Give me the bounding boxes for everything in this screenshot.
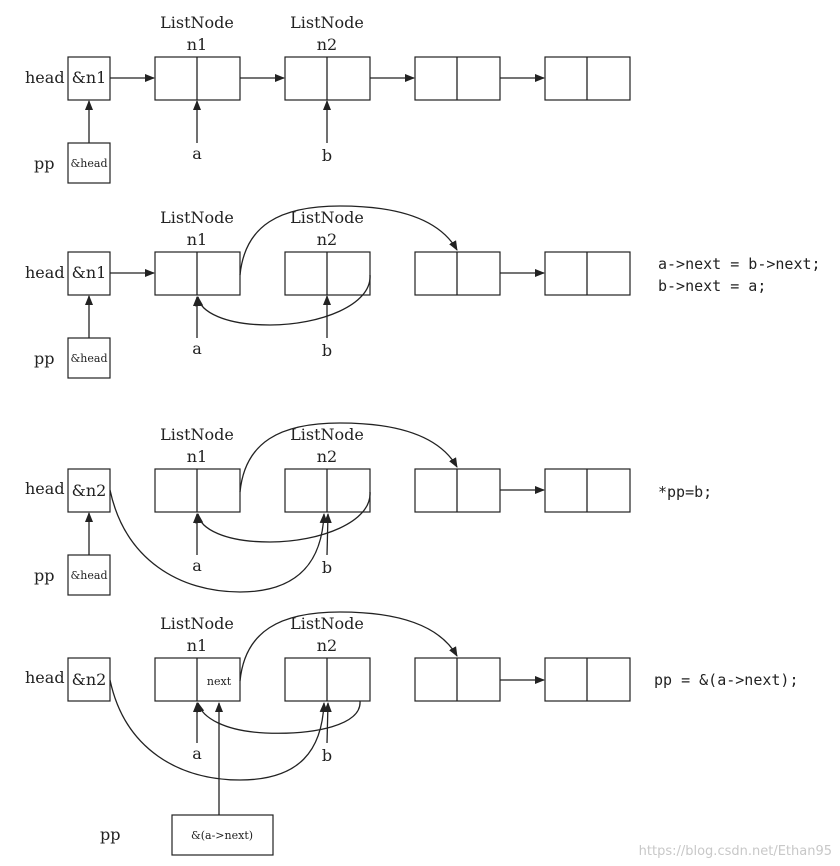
n1-label: n1 [187,447,207,466]
code-line-1: a->next = b->next; [658,255,821,273]
head-value: &n2 [72,670,107,689]
pp-label: pp [34,566,54,585]
code-line-1: *pp=b; [658,483,712,501]
pp-label: pp [34,349,54,368]
head-box [67,657,111,702]
pp-box [67,554,111,596]
n1-label: n1 [187,636,207,655]
pp-value: &head [71,569,108,582]
b-label: b [322,341,332,360]
head-label: head [25,668,65,687]
head-value: &n2 [72,481,107,500]
n2-label: n2 [317,230,337,249]
a-label: a [192,556,202,575]
pp-label: pp [100,825,120,844]
head-box [67,468,111,513]
a-label: a [192,744,202,763]
head-box [67,56,111,101]
n1-type-label: ListNode [160,13,234,32]
pp-box [171,814,274,856]
b-label: b [322,146,332,165]
stage-2: ListNode n1 ListNode n2 head &n1 pp &hea… [25,205,821,379]
next-field-label: next [207,675,232,688]
n2-type-label: ListNode [290,13,364,32]
b-next-to-a-arrow [195,274,371,326]
code-line-2: b->next = a; [658,277,766,295]
code-line-1: pp = &(a->next); [654,671,799,689]
n2-label: n2 [317,636,337,655]
head-value: &n1 [72,68,107,87]
stage-4: ListNode n1 ListNode n2 head &n2 next a … [25,611,799,856]
b-label: b [322,558,332,577]
head-value: &n1 [72,263,107,282]
n2-label: n2 [317,35,337,54]
head-label: head [25,68,65,87]
a-label: a [192,339,202,358]
head-label: head [25,479,65,498]
n2-type-label: ListNode [290,614,364,633]
n1-type-label: ListNode [160,614,234,633]
b-label: b [322,746,332,765]
head-box [67,251,111,296]
n1-type-label: ListNode [160,425,234,444]
pp-box [67,142,111,184]
n2-type-label: ListNode [290,425,364,444]
n1-label: n1 [187,230,207,249]
pp-value: &head [71,157,108,170]
watermark: https://blog.csdn.net/Ethan95 [639,844,832,859]
a-next-to-node3-arrow [239,205,458,276]
pp-value: &head [71,352,108,365]
pp-value: &(a->next) [191,829,253,842]
head-to-n2-arrow [109,489,328,593]
n2-label: n2 [317,447,337,466]
a-label: a [192,144,202,163]
stage-3: ListNode n1 ListNode n2 head &n2 pp &hea… [25,422,712,596]
stage-1: ListNode n1 ListNode n2 head &n1 pp &hea… [25,13,631,184]
n1-type-label: ListNode [160,208,234,227]
n2-type-label: ListNode [290,208,364,227]
n1-label: n1 [187,35,207,54]
head-label: head [25,263,65,282]
pp-label: pp [34,154,54,173]
